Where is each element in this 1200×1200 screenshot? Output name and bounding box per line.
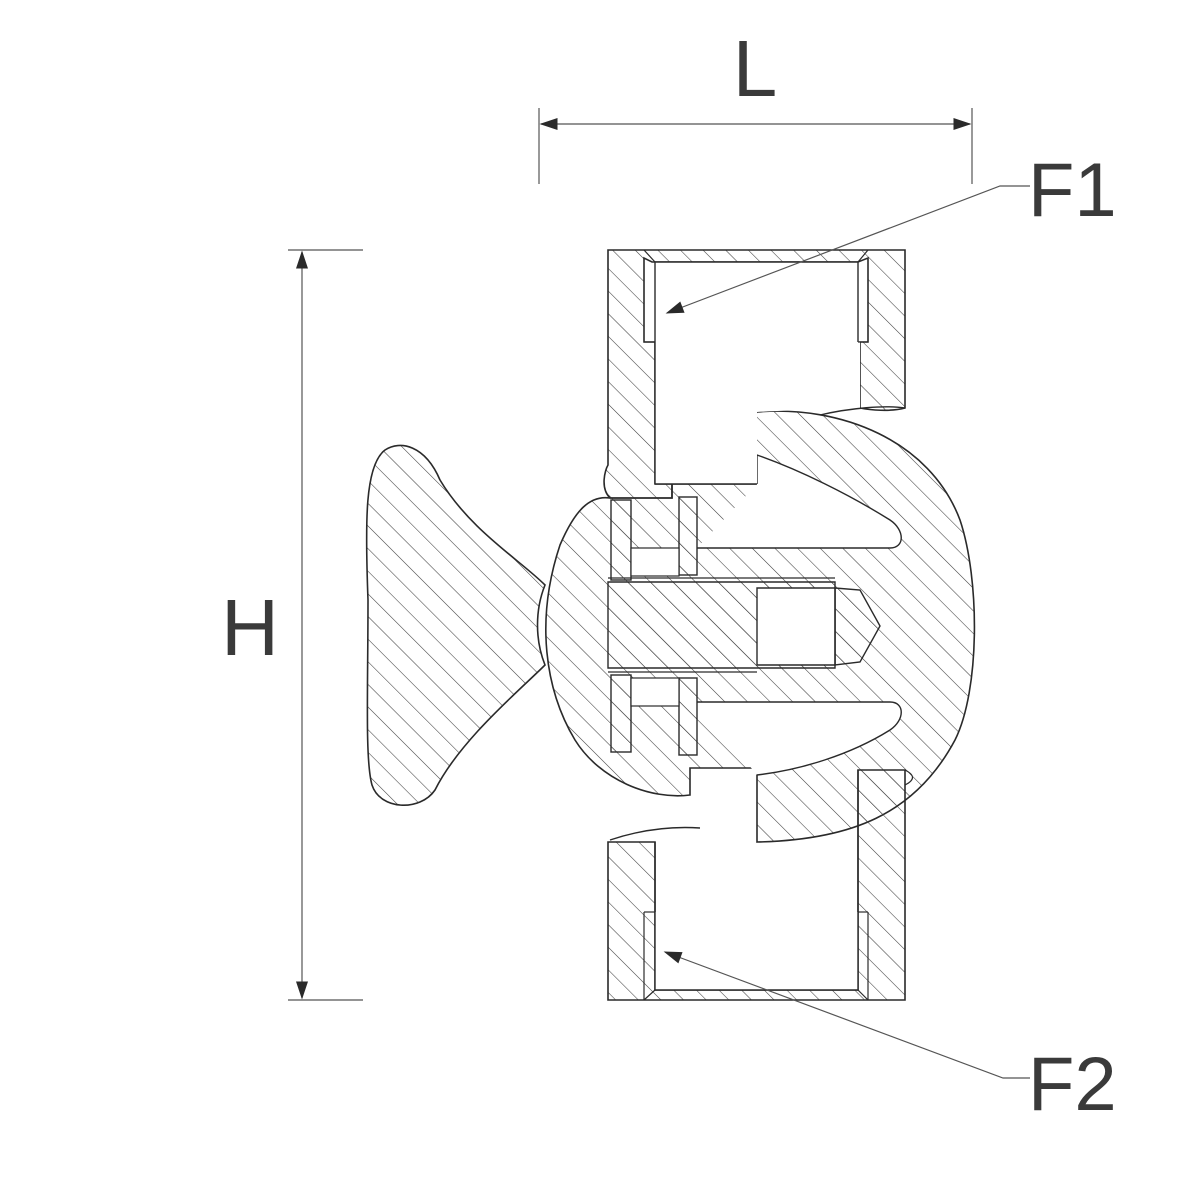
port1-label: F1 <box>1028 148 1117 233</box>
dimension-h <box>288 249 363 1001</box>
valve-handle <box>365 444 546 806</box>
dimension-l <box>538 108 973 184</box>
port2-label: F2 <box>1028 1042 1117 1127</box>
leader-f2 <box>663 951 1030 1079</box>
leader-f1 <box>665 185 1030 314</box>
length-label: L <box>733 24 778 113</box>
seal-rings <box>610 496 698 756</box>
height-label: H <box>221 583 279 672</box>
upper-port-body <box>603 249 906 499</box>
